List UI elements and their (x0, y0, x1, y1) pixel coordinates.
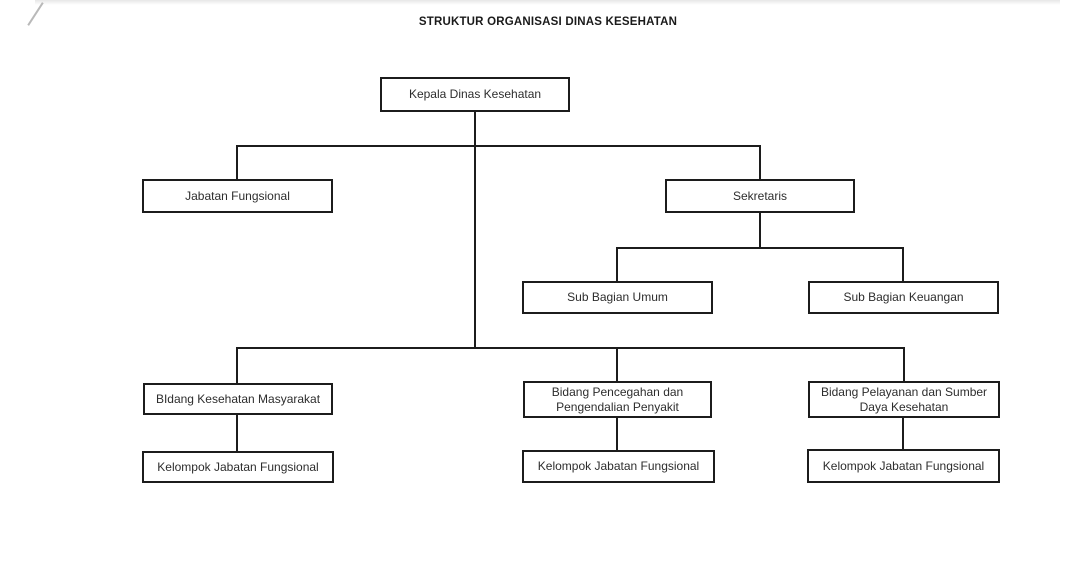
connector-level1-horizontal (236, 145, 761, 147)
org-node-kelompok-jabatan-fungsional-2: Kelompok Jabatan Fungsional (522, 450, 715, 483)
connector-to-bidang-kesehatan-masyarakat (236, 347, 238, 383)
connector-trunk-kepala (474, 112, 476, 349)
connector-to-sub-bagian-umum (616, 247, 618, 281)
page-top-edge (35, 0, 1060, 5)
connector-to-sekretaris (759, 145, 761, 179)
org-node-sub-bagian-keuangan: Sub Bagian Keuangan (808, 281, 999, 314)
connector-subbagian-horizontal (616, 247, 904, 249)
connector-to-kelompok-2 (616, 418, 618, 450)
connector-sekretaris-down (759, 212, 761, 249)
org-node-kelompok-jabatan-fungsional-3: Kelompok Jabatan Fungsional (807, 449, 1000, 483)
connector-to-kelompok-1 (236, 415, 238, 451)
connector-to-bidang-pelayanan (903, 347, 905, 381)
connector-bidang-horizontal (236, 347, 905, 349)
org-node-sekretaris: Sekretaris (665, 179, 855, 213)
org-node-kelompok-jabatan-fungsional-1: Kelompok Jabatan Fungsional (142, 451, 334, 483)
org-node-jabatan-fungsional: Jabatan Fungsional (142, 179, 333, 213)
org-node-bidang-kesehatan-masyarakat: BIdang Kesehatan Masyarakat (143, 383, 333, 415)
org-node-bidang-pelayanan-sumber-daya-kesehatan: Bidang Pelayanan dan Sumber Daya Kesehat… (808, 381, 1000, 418)
connector-to-sub-bagian-keuangan (902, 247, 904, 281)
connector-to-bidang-pencegahan (616, 347, 618, 381)
connector-to-jabatan-fungsional (236, 145, 238, 179)
connector-to-kelompok-3 (902, 418, 904, 449)
org-node-kepala-dinas-kesehatan: Kepala Dinas Kesehatan (380, 77, 570, 112)
org-node-bidang-pencegahan-pengendalian-penyakit: Bidang Pencegahan dan Pengendalian Penya… (523, 381, 712, 418)
page-title: STRUKTUR ORGANISASI DINAS KESEHATAN (418, 16, 678, 28)
org-node-sub-bagian-umum: Sub Bagian Umum (522, 281, 713, 314)
